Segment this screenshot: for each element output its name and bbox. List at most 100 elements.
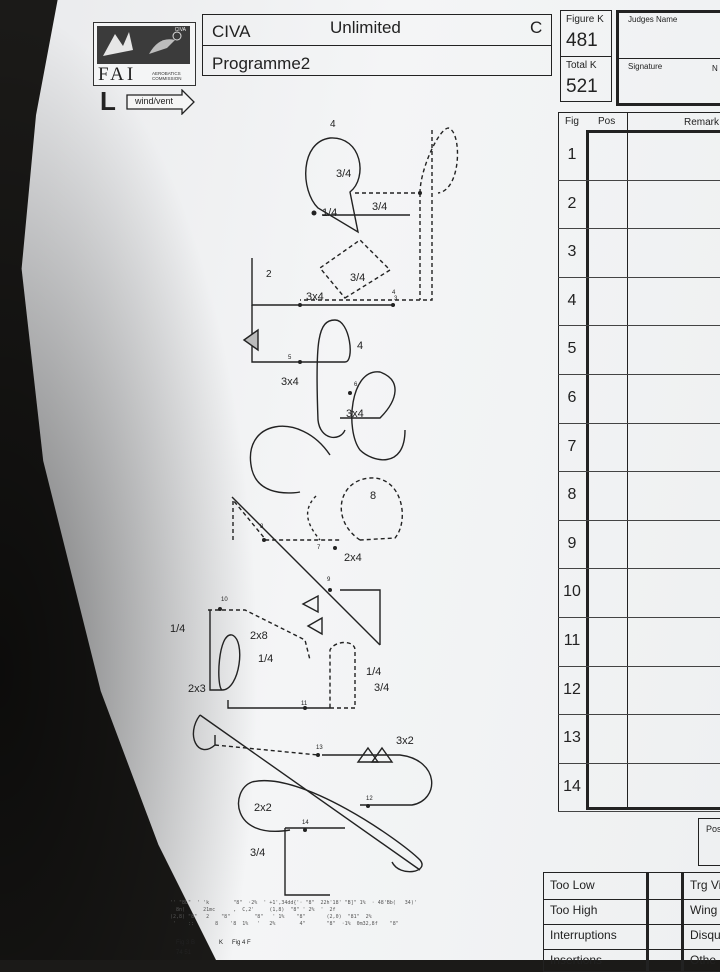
fig9-flag2 xyxy=(306,616,323,636)
fai-text: FAI xyxy=(98,64,137,85)
diagram-label: 7 xyxy=(317,545,321,551)
pos-label: Pos xyxy=(706,824,720,834)
diagram-label: 2x3 xyxy=(188,683,206,695)
programme-name: Programme2 xyxy=(212,54,311,73)
fig10-line xyxy=(209,610,222,691)
fig8-triangle xyxy=(232,498,340,541)
col-remarks-header: Remark xyxy=(684,117,720,128)
diagram-label: 8 xyxy=(370,490,377,502)
diagram-label: 13 xyxy=(316,745,323,751)
total-k-label: Total K xyxy=(566,60,597,71)
penalty-label-right: Disqu xyxy=(690,928,720,942)
fig14-line xyxy=(284,827,345,896)
fig11-line xyxy=(227,700,330,709)
fig9-diagonal xyxy=(231,496,381,646)
grid-row: 12 xyxy=(558,667,720,716)
grid-pos-divider xyxy=(627,112,628,810)
penalty-label-right: Wing xyxy=(690,903,718,917)
grid-row-number: 11 xyxy=(563,632,581,649)
grid-row-number: 1 xyxy=(567,146,577,163)
diagram-label: 5 xyxy=(288,355,292,361)
diagram-label: 4 xyxy=(392,290,396,296)
grid-row: 11 xyxy=(558,618,720,667)
fig8-dash2 xyxy=(306,495,321,541)
diagram-label: 10 xyxy=(221,597,228,603)
grid-row: 6 xyxy=(558,375,720,424)
total-k-value: 521 xyxy=(566,76,598,97)
grid-row: 8 xyxy=(558,472,720,521)
fig9-flag1 xyxy=(301,594,319,614)
fig10-dash xyxy=(208,609,311,661)
fig12-dash xyxy=(214,744,319,756)
print-noise: '' "8L" ' 'k "8" ·2% ' +1',34dd{'· "8" 2… xyxy=(170,900,417,927)
penalty-label: Too High xyxy=(550,903,598,917)
fig12-diagonal xyxy=(199,714,421,871)
k-divider xyxy=(560,56,612,57)
wind-arrow: wind/vent xyxy=(126,88,196,116)
fai-logo: CIVA FAI AEROBATICS COMMISSION xyxy=(93,22,196,86)
diagram-label: 3x2 xyxy=(396,735,414,747)
grid-row: 1 xyxy=(558,132,720,181)
footer-fig-a: Fig 3 B xyxy=(176,940,196,946)
diagram-label: 4 xyxy=(357,340,364,352)
diagram-label: 2 xyxy=(266,269,272,280)
header-divider xyxy=(202,45,552,46)
grid-row: 14 xyxy=(558,764,720,813)
connector-dash xyxy=(300,130,433,301)
grid-row-number: 6 xyxy=(567,389,577,406)
diagram-label: 3x4 xyxy=(306,291,324,303)
fig4-flag xyxy=(242,328,259,352)
diagram-label: 3/4 xyxy=(336,168,352,180)
grid-row: 4 xyxy=(558,278,720,327)
signature-label: Signature xyxy=(628,62,663,71)
grid-row-number: 5 xyxy=(567,340,577,358)
grid-row-number: 4 xyxy=(567,291,577,309)
commission-text: AEROBATICS COMMISSION xyxy=(152,71,182,81)
footer-val: 74 51 xyxy=(176,950,192,956)
diagram-label: 4 xyxy=(330,119,336,130)
penalty-divider xyxy=(543,924,720,925)
org-name: CIVA xyxy=(212,22,251,41)
grid-row: 10 xyxy=(558,569,720,618)
penalties-check-col xyxy=(646,872,684,972)
grid-row-number: 7 xyxy=(567,437,577,455)
penalty-label: Interruptions xyxy=(550,928,617,942)
eagle-icon: CIVA xyxy=(97,26,190,64)
diagram-label: 3/4 xyxy=(372,201,388,213)
fig6-loop xyxy=(340,371,406,461)
penalty-divider xyxy=(543,949,720,950)
diagram-label: 2x2 xyxy=(254,802,272,814)
diagram-label: 3/4 xyxy=(350,272,366,284)
fig8-dash xyxy=(340,477,403,541)
fig5-loop xyxy=(300,319,351,439)
fig11-dash xyxy=(329,641,356,709)
diagram-label: 8 xyxy=(260,524,264,530)
diagram-label: 1/4 xyxy=(170,623,186,635)
grid-row: 7 xyxy=(558,424,720,473)
grid-row-number: 3 xyxy=(567,243,577,261)
diagram-label: 11 xyxy=(301,701,308,707)
pos-box xyxy=(698,818,720,866)
diagram-label: 1/4 xyxy=(366,666,382,678)
penalty-label-right: Trg Vi xyxy=(690,878,720,892)
fig13-flag1 xyxy=(356,746,380,763)
col-fig-header: Fig xyxy=(565,116,579,127)
grid-row-number: 14 xyxy=(563,777,581,795)
form-letter: C xyxy=(530,18,543,37)
diagram-label: 14 xyxy=(302,820,309,826)
fig10-loop xyxy=(218,634,241,691)
grid-row-number: 12 xyxy=(563,680,581,698)
grid-row-number: 9 xyxy=(567,534,577,552)
fig9-return xyxy=(340,589,381,645)
diagram-label: 3 xyxy=(394,296,398,302)
diagram-label: 3/4 xyxy=(374,682,390,694)
loop-dash xyxy=(419,127,459,300)
footer-k: K xyxy=(219,940,224,946)
col-pos-header: Pos xyxy=(598,116,616,127)
grid-inner-frame xyxy=(586,130,720,810)
fig1-path xyxy=(305,137,361,234)
fig13-loop xyxy=(322,754,433,806)
diagram-label: 2x8 xyxy=(250,630,268,642)
fig14-loop xyxy=(238,779,423,873)
